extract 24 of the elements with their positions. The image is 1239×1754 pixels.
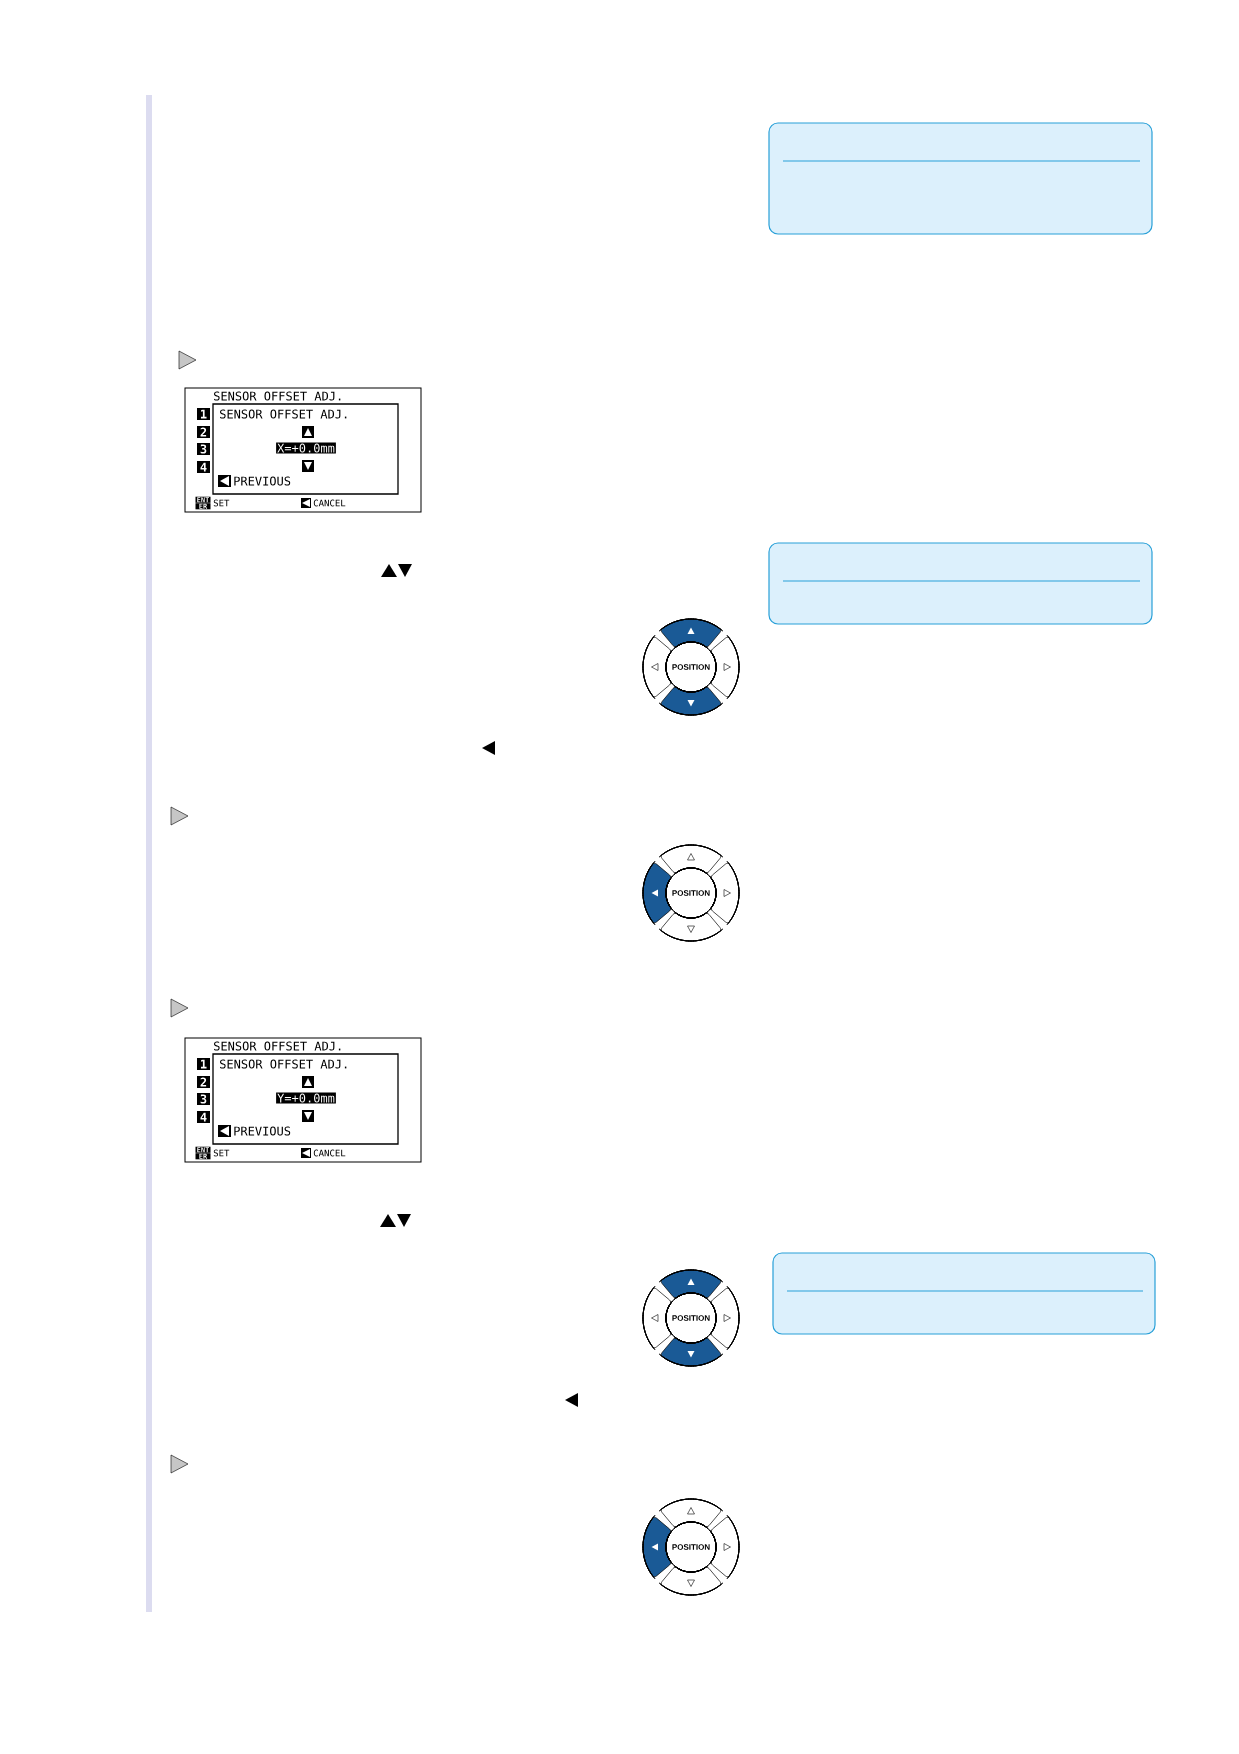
position-label: POSITION: [672, 1544, 710, 1550]
lcd-text: CANCEL: [313, 1149, 346, 1157]
key-number: 3: [197, 443, 210, 455]
key-number: 1: [197, 408, 210, 420]
lcd-text: PREVIOUS: [234, 476, 291, 486]
position-label: POSITION: [672, 1315, 710, 1321]
lcd-text: SET: [213, 1149, 230, 1157]
lcd-text: SET: [213, 499, 230, 507]
lcd-text: SENSOR OFFSET ADJ.: [220, 409, 347, 419]
key-number: 2: [197, 1076, 210, 1088]
key-number: 2: [197, 426, 210, 438]
lcd-text: SENSOR OFFSET ADJ.: [214, 1041, 341, 1051]
lcd-text: X=+0.0mm: [276, 442, 336, 454]
lcd-text: SENSOR OFFSET ADJ.: [220, 1059, 347, 1069]
lcd-text: CANCEL: [313, 499, 346, 507]
key-number: 3: [197, 1093, 210, 1105]
lcd-text: PREVIOUS: [234, 1126, 291, 1136]
lcd-text: SENSOR OFFSET ADJ.: [214, 391, 341, 401]
position-label: POSITION: [672, 890, 710, 896]
key-number: 4: [197, 1111, 210, 1123]
position-label: POSITION: [672, 664, 710, 670]
lcd-text: Y=+0.0mm: [276, 1092, 336, 1104]
key-number: 1: [197, 1058, 210, 1070]
key-number: 4: [197, 461, 210, 473]
